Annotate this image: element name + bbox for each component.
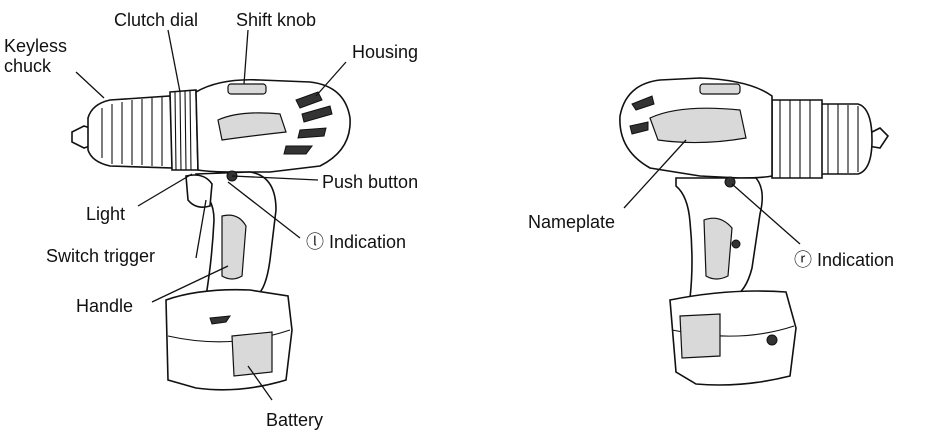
label-battery: Battery <box>266 410 323 430</box>
label-housing: Housing <box>352 42 418 62</box>
label-light: Light <box>86 204 125 224</box>
left-keyless-chuck <box>88 96 174 168</box>
label-keyless-chuck-line1: Keyless <box>4 36 67 56</box>
left-shift-knob <box>228 84 266 94</box>
right-drill <box>620 78 888 385</box>
label-l-indication: ⓛ Indication <box>306 232 406 252</box>
label-nameplate: Nameplate <box>528 212 615 232</box>
label-clutch-dial: Clutch dial <box>114 10 198 30</box>
label-push-button: Push button <box>322 172 418 192</box>
label-keyless-chuck: Keyless chuck <box>4 36 67 76</box>
right-nameplate <box>650 108 746 142</box>
label-r-indication: ⓡ Indication <box>794 250 894 270</box>
label-handle: Handle <box>76 296 133 316</box>
label-keyless-chuck-line2: chuck <box>4 56 51 76</box>
left-clutch-dial <box>170 90 198 170</box>
label-switch-trigger: Switch trigger <box>46 246 155 266</box>
left-battery <box>166 290 292 390</box>
label-shift-knob: Shift knob <box>236 10 316 30</box>
left-light <box>186 175 212 207</box>
